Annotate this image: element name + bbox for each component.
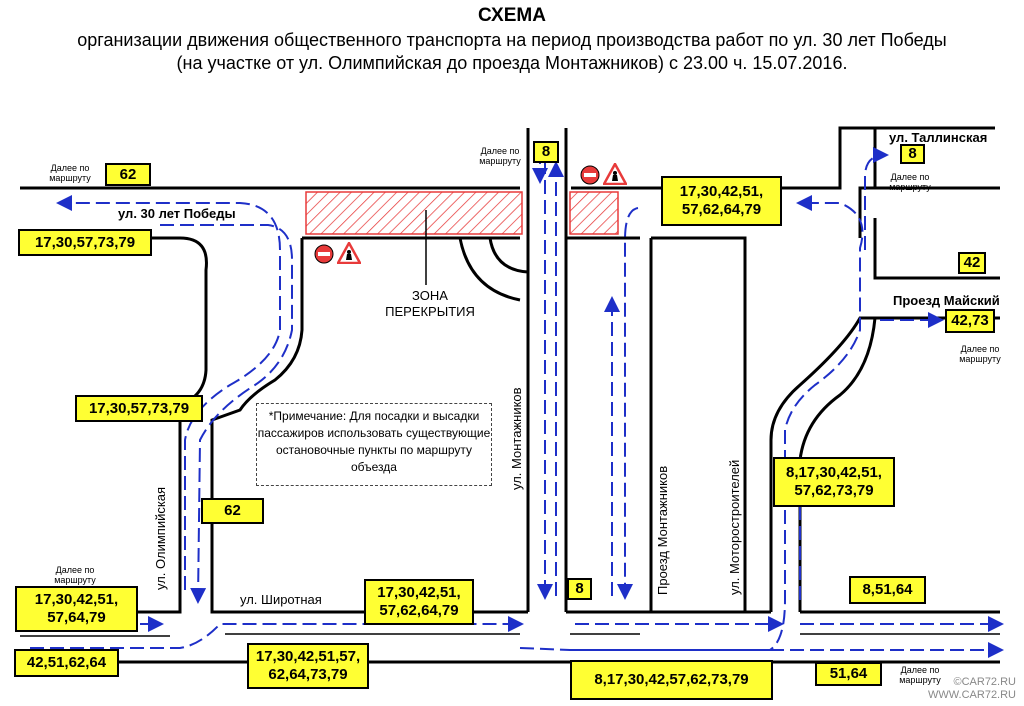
lane-dividers [20, 633, 1000, 637]
route-label: 17,30,57,73,79 [18, 229, 152, 256]
further-note: Далее по маршруту [479, 146, 521, 166]
route-label: 51,64 [815, 662, 882, 686]
street-proezd-montazhnikov: Проезд Монтажников [655, 465, 670, 595]
street-motorostroiteley: ул. Моторостроителей [727, 459, 742, 595]
further-note: Далее по маршруту [49, 163, 91, 183]
subtitle-line-1: организации движения общественного транс… [77, 30, 947, 50]
page-title: СХЕМА [478, 5, 546, 26]
subtitle-line-2: (на участке от ул. Олимпийская до проезд… [176, 53, 848, 73]
street-olimpiyskaya: ул. Олимпийская [153, 486, 168, 590]
route-label: 8,17,30,42,57,62,73,79 [570, 660, 773, 700]
street-pobedy: ул. 30 лет Победы [118, 206, 236, 221]
remark-box: *Примечание: Для посадки и высадки пасса… [256, 403, 492, 486]
route-label: 42 [958, 252, 986, 274]
route-label: 42,73 [945, 309, 995, 333]
route-label: 62 [201, 498, 264, 524]
route-label: 17,30,42,51,57, 62,64,73,79 [247, 643, 369, 689]
route-label: 8 [533, 141, 559, 163]
street-montazhnikov: ул. Монтажников [509, 387, 524, 490]
route-label: 17,30,42,51, 57,62,64,79 [661, 176, 782, 226]
further-note: Далее по маршруту [899, 665, 941, 685]
street-shirotnaya: ул. Широтная [240, 592, 322, 607]
route-label: 8,17,30,42,51, 57,62,73,79 [773, 457, 895, 507]
no-entry-sign-icon [580, 165, 600, 185]
further-note: Далее по маршруту [54, 565, 96, 585]
route-label: 62 [105, 163, 151, 186]
closure-zone-right [569, 191, 619, 235]
route-label: 17,30,42,51, 57,62,64,79 [364, 579, 474, 625]
route-label: 8 [900, 144, 925, 164]
route-label: 8,51,64 [849, 576, 926, 604]
road-works-sign-icon [603, 163, 627, 185]
closure-zone-label: ЗОНА ПЕРЕКРЫТИЯ [385, 288, 475, 319]
road-network [20, 126, 1000, 664]
further-note: Далее по маршруту [889, 172, 931, 192]
route-label: 17,30,42,51, 57,64,79 [15, 586, 138, 632]
no-entry-sign-icon [314, 244, 334, 264]
street-tallinskaya: ул. Таллинская [889, 130, 988, 145]
further-note: Далее по маршруту [959, 344, 1001, 364]
route-label: 42,51,62,64 [14, 649, 119, 677]
route-label: 17,30,57,73,79 [75, 395, 203, 422]
closure-zone-left [305, 191, 523, 235]
road-works-sign-icon [337, 242, 361, 264]
watermark: ©CAR72.RU WWW.CAR72.RU [928, 676, 1016, 701]
route-label: 8 [567, 578, 592, 600]
street-maiskiy: Проезд Майский [893, 293, 1000, 308]
